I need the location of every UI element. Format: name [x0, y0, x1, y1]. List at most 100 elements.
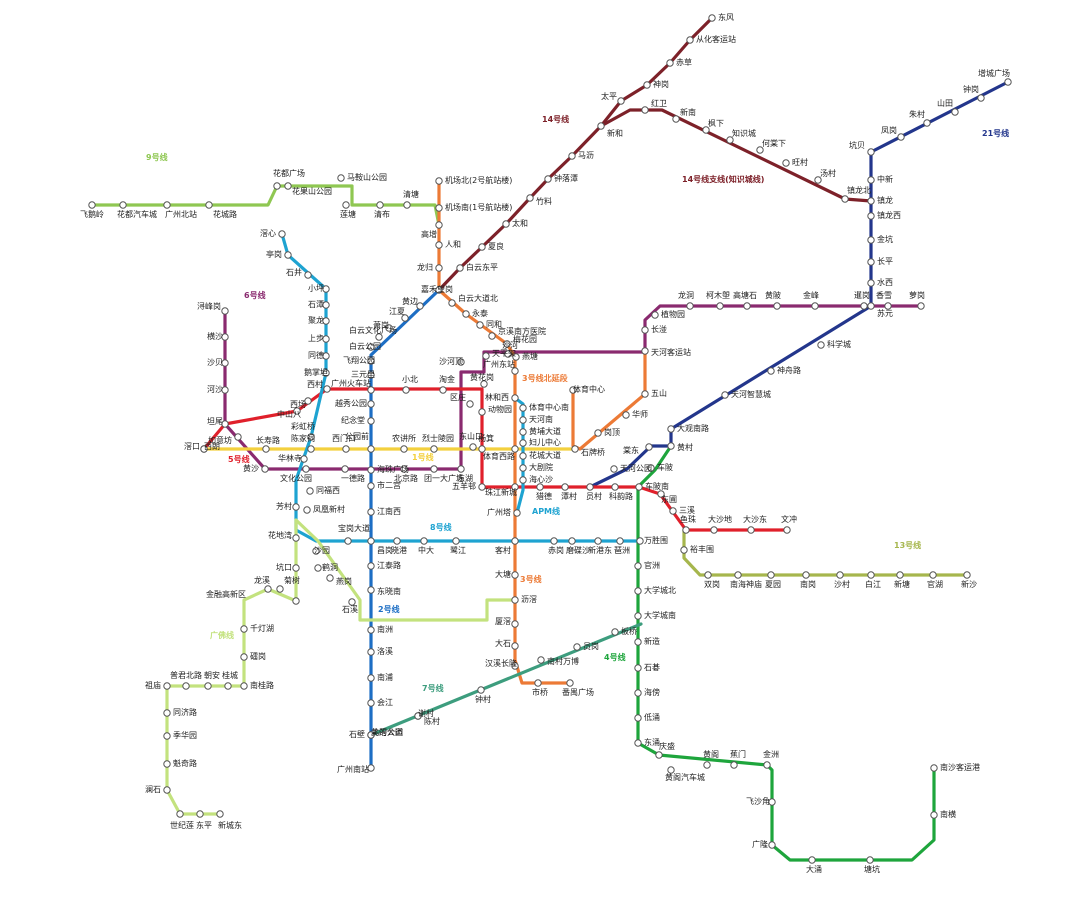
- station-label[interactable]: 蕉门: [730, 749, 746, 759]
- station-marker[interactable]: [367, 562, 375, 570]
- station-marker[interactable]: [393, 537, 401, 545]
- station-marker[interactable]: [511, 620, 519, 628]
- station-marker[interactable]: [657, 490, 665, 498]
- station-marker[interactable]: [867, 148, 875, 156]
- station-marker[interactable]: [867, 236, 875, 244]
- station-label[interactable]: 黄阁: [703, 749, 719, 759]
- station-label[interactable]: 马鞍山公园: [347, 172, 387, 182]
- station-marker[interactable]: [561, 483, 569, 491]
- station-marker[interactable]: [342, 201, 350, 209]
- station-marker[interactable]: [403, 201, 411, 209]
- station-marker[interactable]: [773, 302, 781, 310]
- station-label[interactable]: 坑贝: [849, 140, 865, 150]
- station-marker[interactable]: [519, 439, 527, 447]
- station-marker[interactable]: [284, 251, 292, 259]
- station-label[interactable]: 广州北站: [165, 209, 197, 219]
- line-label-line13[interactable]: 13号线: [894, 540, 921, 550]
- station-marker[interactable]: [930, 764, 938, 772]
- station-marker[interactable]: [511, 445, 519, 453]
- line-label-guangfo[interactable]: 广佛线: [210, 630, 234, 640]
- line-label-line9[interactable]: 9号线: [146, 152, 168, 162]
- station-label[interactable]: 白云大道北: [458, 293, 498, 303]
- station-marker[interactable]: [951, 108, 959, 116]
- station-marker[interactable]: [435, 177, 443, 185]
- station-marker[interactable]: [929, 571, 937, 579]
- station-label[interactable]: 机场北(2号航站楼): [445, 175, 512, 185]
- station-label[interactable]: 朝安: [204, 670, 220, 680]
- station-label[interactable]: 凤岗: [881, 126, 897, 135]
- station-label[interactable]: 旺村: [792, 157, 808, 167]
- station-marker[interactable]: [730, 761, 738, 769]
- station-label[interactable]: 朱村: [909, 109, 925, 119]
- station-label[interactable]: 飞沙角: [746, 796, 770, 806]
- station-marker[interactable]: [452, 537, 460, 545]
- station-label[interactable]: 京溪南方医院: [498, 326, 546, 336]
- station-label[interactable]: 高增: [421, 229, 437, 239]
- station-marker[interactable]: [477, 686, 485, 694]
- station-marker[interactable]: [930, 811, 938, 819]
- station-marker[interactable]: [817, 341, 825, 349]
- station-label[interactable]: 新塘: [894, 579, 910, 589]
- station-label[interactable]: 世纪莲: [170, 820, 194, 830]
- station-marker[interactable]: [367, 400, 375, 408]
- station-marker[interactable]: [680, 546, 688, 554]
- station-marker[interactable]: [367, 699, 375, 707]
- station-marker[interactable]: [234, 433, 242, 441]
- station-label[interactable]: 官湖: [927, 579, 943, 589]
- station-marker[interactable]: [884, 302, 892, 310]
- line-label-line14z[interactable]: 14号线支线(知识城线): [682, 174, 764, 184]
- station-label[interactable]: 魁奇路: [173, 758, 197, 768]
- station-marker[interactable]: [322, 301, 330, 309]
- station-marker[interactable]: [367, 482, 375, 490]
- station-marker[interactable]: [457, 358, 465, 366]
- station-label[interactable]: 天河公园: [620, 463, 652, 473]
- station-marker[interactable]: [917, 302, 925, 310]
- station-marker[interactable]: [367, 764, 375, 772]
- station-marker[interactable]: [511, 662, 519, 670]
- station-marker[interactable]: [666, 59, 674, 67]
- station-label[interactable]: 鹤洞: [322, 562, 338, 572]
- station-marker[interactable]: [511, 537, 519, 545]
- station-label[interactable]: 科学城: [827, 339, 851, 349]
- station-marker[interactable]: [376, 201, 384, 209]
- station-marker[interactable]: [420, 537, 428, 545]
- station-label[interactable]: 华林寺: [278, 453, 302, 463]
- station-marker[interactable]: [896, 571, 904, 579]
- station-label[interactable]: 晓港: [391, 545, 407, 555]
- station-marker[interactable]: [867, 176, 875, 184]
- station-label[interactable]: 区庄: [450, 392, 466, 402]
- station-marker[interactable]: [435, 264, 443, 272]
- station-label[interactable]: 小北: [402, 375, 418, 384]
- station-marker[interactable]: [200, 445, 208, 453]
- station-label[interactable]: 黄阁汽车城: [665, 772, 705, 782]
- station-marker[interactable]: [726, 136, 734, 144]
- station-label[interactable]: 团一大广场: [424, 473, 464, 483]
- station-label[interactable]: 新城东: [218, 820, 242, 830]
- station-label[interactable]: 员村: [586, 491, 602, 501]
- station-marker[interactable]: [367, 371, 375, 379]
- station-label[interactable]: 珠江新城: [485, 487, 517, 497]
- station-label[interactable]: 三元里: [351, 370, 375, 379]
- station-label[interactable]: 江泰路: [377, 560, 401, 570]
- station-label[interactable]: 增城广场: [978, 68, 1010, 78]
- station-label[interactable]: 大涌: [806, 864, 822, 874]
- station-label[interactable]: 燕岗: [336, 576, 352, 586]
- station-marker[interactable]: [814, 176, 822, 184]
- station-label[interactable]: 天河智慧城: [731, 389, 771, 399]
- station-marker[interactable]: [767, 367, 775, 375]
- station-label[interactable]: 鱼珠: [680, 514, 696, 524]
- line-label-line5[interactable]: 5号线: [228, 454, 250, 464]
- station-label[interactable]: 莲塘: [340, 209, 356, 219]
- station-marker[interactable]: [667, 766, 675, 774]
- station-marker[interactable]: [478, 445, 486, 453]
- station-label[interactable]: 祖庙: [145, 680, 161, 690]
- station-label[interactable]: 万胜围: [644, 535, 668, 545]
- line-label-line4[interactable]: 4号线: [604, 652, 626, 662]
- station-label[interactable]: 红卫: [651, 98, 667, 108]
- station-label[interactable]: 永泰: [472, 308, 488, 318]
- station-marker[interactable]: [519, 452, 527, 460]
- station-label[interactable]: 香雪: [876, 290, 892, 300]
- station-marker[interactable]: [566, 679, 574, 687]
- station-marker[interactable]: [119, 201, 127, 209]
- station-label[interactable]: 沙村: [834, 579, 850, 589]
